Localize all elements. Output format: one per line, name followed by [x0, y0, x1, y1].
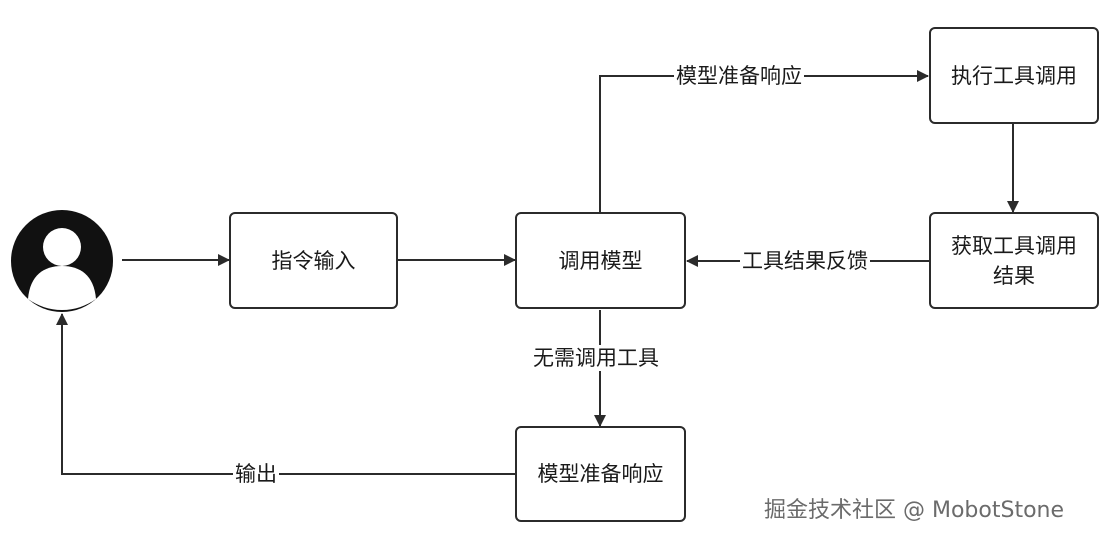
edge-label-model-ready-response: 模型准备响应 — [674, 63, 804, 89]
edge-label-tool-result-feedback: 工具结果反馈 — [740, 248, 870, 274]
node-instruction-input-label: 指令输入 — [271, 248, 356, 273]
node-get-tool-result-label: 获取工具调用结果 — [951, 233, 1077, 288]
node-call-model-label: 调用模型 — [558, 248, 643, 273]
node-execute-tool-call-label: 执行工具调用 — [951, 63, 1077, 88]
node-instruction-input: 指令输入 — [229, 212, 398, 309]
node-model-response: 模型准备响应 — [515, 426, 686, 522]
edge-model-to-execute — [599, 70, 929, 213]
user-avatar-icon — [11, 210, 113, 312]
edge-response-to-user — [56, 313, 515, 475]
node-call-model: 调用模型 — [515, 212, 686, 309]
node-model-response-label: 模型准备响应 — [537, 462, 664, 486]
edge-label-no-tool-needed: 无需调用工具 — [531, 345, 661, 371]
node-execute-tool-call: 执行工具调用 — [929, 27, 1099, 124]
edge-label-output: 输出 — [233, 461, 279, 487]
watermark: 掘金技术社区 @ MobotStone — [764, 498, 1065, 523]
node-get-tool-result: 获取工具调用结果 — [929, 212, 1099, 309]
